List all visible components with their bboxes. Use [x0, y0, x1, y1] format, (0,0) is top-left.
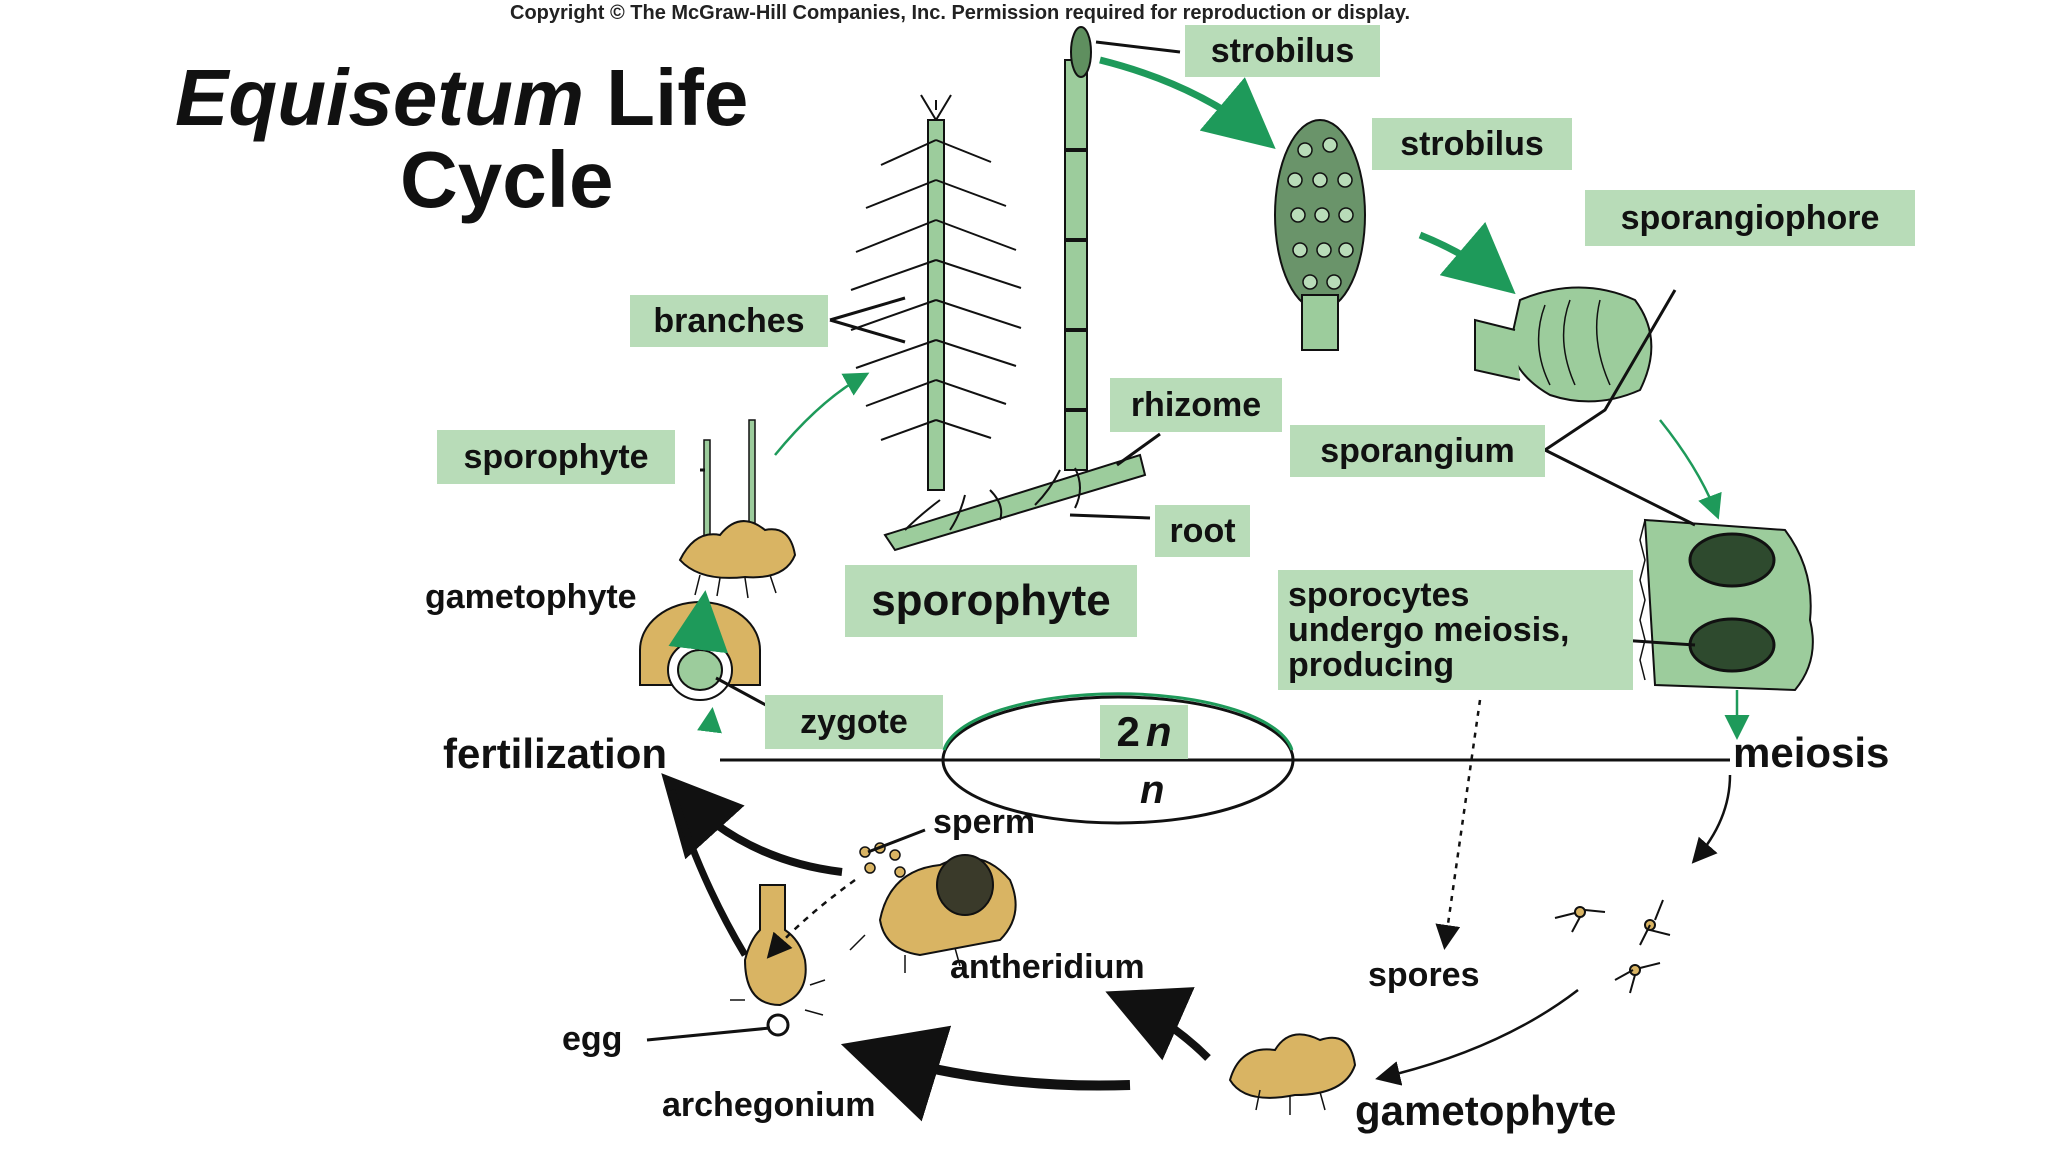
sporangiophore-icon: [1474, 286, 1653, 403]
label-egg: egg: [562, 1020, 623, 1058]
fertile-stem-icon: [1064, 26, 1092, 471]
label-antheridium: antheridium: [950, 948, 1145, 986]
mature-gametophyte-icon: [1228, 1033, 1357, 1115]
sperm-icon: [859, 842, 906, 878]
zygote-archegonium-icon: [639, 601, 776, 712]
label-gametophyte-mature: gametophyte: [1355, 1087, 1617, 1134]
spores-icon: [1554, 899, 1671, 994]
archegonium-icon: [730, 884, 826, 1037]
label-gametophyte-young: gametophyte: [425, 578, 637, 616]
label-sporangium: sporangium: [1290, 425, 1545, 477]
label-root: root: [1155, 505, 1250, 557]
sporangium-section-icon: [1639, 518, 1814, 692]
label-sperm: sperm: [933, 803, 1036, 841]
label-sporophyte-main: sporophyte: [845, 565, 1137, 637]
diploid-n: n: [1145, 708, 1172, 755]
label-sporophyte-young: sporophyte: [437, 430, 675, 484]
label-spores: spores: [1368, 956, 1480, 994]
label-leader-lines: [646, 40, 1696, 1042]
label-archegonium: archegonium: [662, 1086, 876, 1124]
ploidy-divider: [720, 692, 1730, 825]
label-strobilus-top: strobilus: [1185, 25, 1380, 77]
sporocytes-line2: undergo meiosis,: [1288, 611, 1570, 649]
label-strobilus-detail: strobilus: [1372, 118, 1572, 170]
strobilus-detail-icon: [1274, 119, 1366, 351]
sporocytes-line3: producing: [1288, 646, 1455, 684]
diagram-title-line1: Equisetum Life: [175, 58, 748, 138]
label-sporangiophore: sporangiophore: [1585, 190, 1915, 246]
label-haploid: n: [1140, 768, 1165, 812]
sporocytes-line1: sporocytes: [1288, 576, 1470, 614]
title-genus: Equisetum: [175, 53, 584, 142]
diagram-title-line2: Cycle: [400, 135, 614, 224]
branched-stem-icon: [850, 94, 1022, 491]
label-zygote: zygote: [765, 695, 943, 749]
cycle-arrows-green: [668, 56, 1750, 740]
rhizome-icon: [883, 453, 1147, 552]
label-fertilization: fertilization: [443, 730, 668, 777]
label-rhizome: rhizome: [1110, 378, 1282, 432]
diploid-number: 2: [1116, 708, 1140, 755]
label-branches: branches: [630, 295, 828, 347]
antheridium-icon: [849, 854, 1017, 973]
copyright-notice: Copyright © The McGraw-Hill Companies, I…: [510, 2, 1411, 24]
cycle-arrows-black: [661, 699, 1732, 1122]
young-sporophyte-icon: [678, 419, 797, 599]
title-life: Life: [583, 53, 749, 142]
label-sporocytes: sporocytes undergo meiosis, producing: [1278, 570, 1633, 690]
label-meiosis: meiosis: [1733, 729, 1890, 776]
